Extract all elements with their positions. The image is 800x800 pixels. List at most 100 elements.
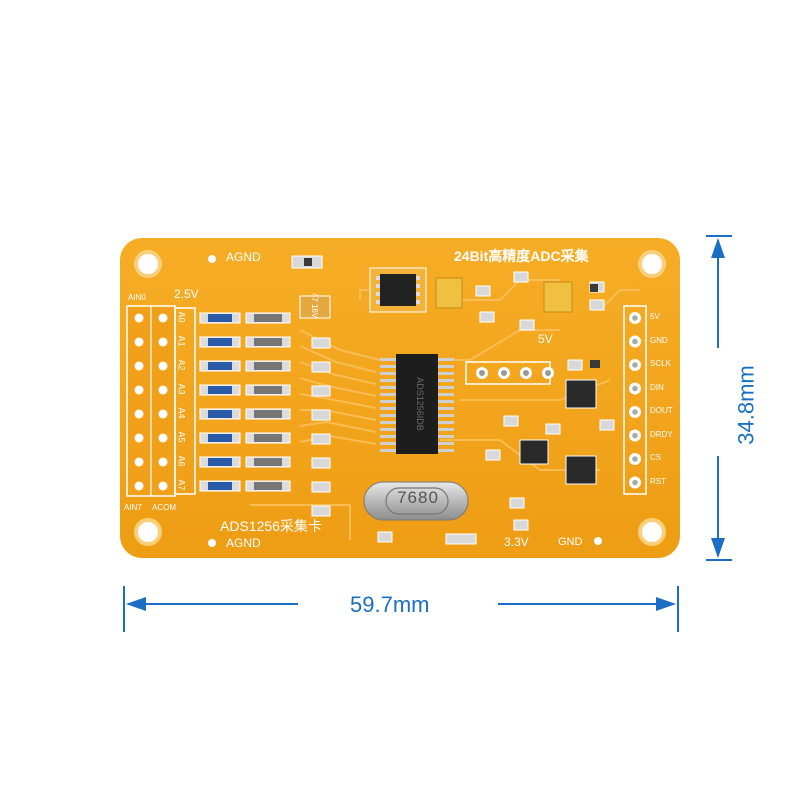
- capacitor: [311, 433, 331, 445]
- resistor: [199, 480, 241, 492]
- jumper-header: [465, 361, 554, 385]
- resistor: [245, 360, 291, 372]
- ain7-label: AIN7: [124, 503, 142, 512]
- resistor: [199, 408, 241, 420]
- v33-label: 3.3V: [504, 535, 529, 549]
- input-label-1: A1: [176, 335, 187, 347]
- input-label-5: A5: [176, 431, 187, 443]
- resistor: [199, 312, 241, 324]
- header-pin-hole: [632, 362, 638, 368]
- header-label-4: DOUT: [650, 406, 673, 415]
- board-name: ADS1256采集卡: [220, 518, 322, 534]
- pin: [134, 457, 144, 467]
- height-dimension: 34.8mm: [733, 365, 759, 445]
- svg-text:ADS1256IDB: ADS1256IDB: [415, 377, 425, 431]
- input-label-0: A0: [176, 311, 187, 323]
- gnd-label: GND: [558, 536, 583, 548]
- resistor: [199, 432, 241, 444]
- buffer-ics: [519, 379, 597, 485]
- board-title: 24Bit高精度ADC采集: [454, 248, 589, 264]
- crystal-marking: 7680: [397, 488, 439, 507]
- pin: [134, 409, 144, 419]
- dimension-arrows: [123, 235, 732, 632]
- v25-label: 2.5V: [174, 287, 199, 301]
- tantalum-caps: [299, 277, 573, 319]
- chip-pin: [438, 428, 454, 431]
- dark-smd-components: [304, 258, 600, 368]
- acom-label: ACOM: [152, 503, 176, 512]
- left-pin-header: [126, 305, 176, 497]
- chip-pin: [438, 393, 454, 396]
- header-pin-hole: [632, 456, 638, 462]
- agnd-top-label: AGND: [226, 250, 261, 264]
- chip-pin: [380, 421, 396, 424]
- pin: [158, 313, 168, 323]
- capacitor: [311, 505, 331, 517]
- input-label-2: A2: [176, 359, 187, 371]
- chip-pin: [380, 414, 396, 417]
- header-pin-hole: [632, 385, 638, 392]
- capacitor: [311, 409, 331, 421]
- capacitor: [311, 385, 331, 397]
- right-pins: [629, 312, 641, 489]
- chip-pin: [380, 428, 396, 431]
- chip-pin: [438, 386, 454, 389]
- smd-components: [291, 255, 615, 545]
- header-label-6: CS: [650, 453, 662, 462]
- resistor: [199, 360, 241, 372]
- pin: [158, 337, 168, 347]
- v5-label: 5V: [538, 332, 553, 346]
- chip-pin: [438, 358, 454, 361]
- chip-pin: [438, 407, 454, 410]
- capacitor: [311, 337, 331, 349]
- input-label-3: A3: [176, 383, 187, 395]
- resistor: [199, 336, 241, 348]
- width-dimension: 59.7mm: [350, 592, 430, 617]
- chip-pin: [438, 365, 454, 368]
- chip-pin: [380, 400, 396, 403]
- input-label-box: [174, 307, 196, 495]
- chip-pin: [380, 407, 396, 410]
- pin: [134, 361, 144, 371]
- capacitor-label: 47 16V: [310, 292, 320, 319]
- header-label-3: DIN: [650, 382, 664, 392]
- pin: [134, 313, 144, 323]
- resistor-array: [199, 312, 291, 492]
- header-pin-hole: [632, 315, 638, 321]
- resistor: [199, 456, 241, 468]
- pin: [134, 433, 144, 443]
- pin: [158, 409, 168, 419]
- chip-pin: [438, 449, 454, 452]
- pin: [134, 385, 144, 395]
- chip-pin: [438, 400, 454, 403]
- resistor: [245, 456, 291, 468]
- crystal-oscillator: [363, 481, 469, 521]
- pin: [158, 361, 168, 371]
- mounting-holes: [134, 250, 666, 547]
- chip-pin: [380, 372, 396, 375]
- ads1256-chip: ADS1256IDB: [380, 354, 454, 454]
- resistor: [245, 312, 291, 324]
- pin: [158, 457, 168, 467]
- chip-pin: [380, 386, 396, 389]
- pin: [134, 337, 144, 347]
- chip-pin: [438, 442, 454, 445]
- resistor: [199, 384, 241, 396]
- input-label-6: A6: [176, 455, 187, 467]
- chip-pin: [438, 372, 454, 375]
- pin: [158, 481, 168, 491]
- chip-pin: [380, 435, 396, 438]
- chip-pin: [438, 421, 454, 424]
- resistor: [245, 384, 291, 396]
- header-pin-hole: [632, 338, 638, 345]
- header-label-2: SCLK: [650, 359, 671, 368]
- pin: [134, 481, 144, 491]
- header-label-5: DRDY: [650, 429, 673, 439]
- chip-pin: [380, 358, 396, 361]
- chip-pin: [438, 435, 454, 438]
- resistor: [245, 480, 291, 492]
- capacitor: [311, 457, 331, 469]
- header-pin-hole: [632, 432, 638, 439]
- header-label-1: GND: [650, 335, 668, 345]
- capacitor-column: [311, 337, 331, 517]
